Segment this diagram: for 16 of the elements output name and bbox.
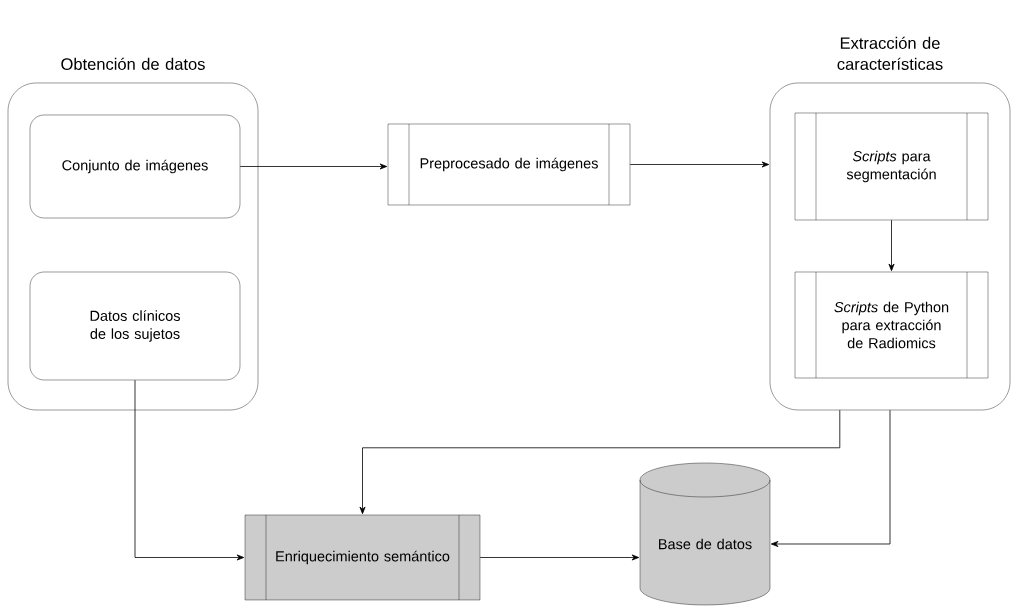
arrow	[479, 554, 640, 561]
arrow	[888, 219, 895, 272]
process-box: Preprocesado de imágenes	[387, 123, 631, 206]
database-cylinder: Base de datos	[639, 462, 771, 606]
arrow	[629, 161, 770, 168]
process-box: Scripts para segmentación	[794, 112, 989, 221]
arrow	[239, 163, 388, 170]
process-box: Scripts de Python para extracción de Radiomics	[794, 271, 989, 379]
group-title: Extracción de características	[837, 36, 943, 70]
process-box: Enriquecimiento semántico	[244, 514, 481, 601]
arrow	[770, 409, 891, 547]
group-title: Obtención de datos	[61, 57, 205, 70]
arrow	[134, 379, 245, 561]
rounded-box: Conjunto de imágenes	[29, 114, 241, 219]
rounded-box: Datos clínicos de los sujetos	[29, 271, 241, 381]
arrow	[359, 409, 841, 515]
